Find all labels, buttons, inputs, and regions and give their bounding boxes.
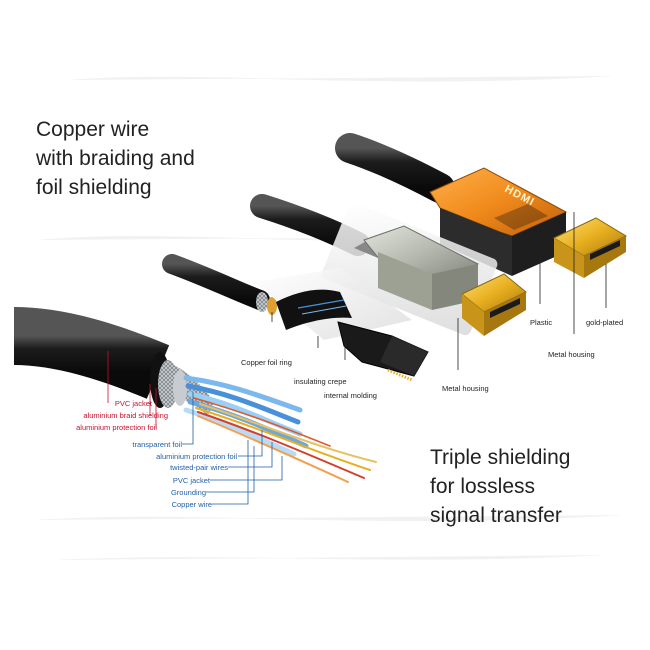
heading-triple-shielding-line1: Triple shielding <box>430 446 571 469</box>
label-copper-wire: Copper wire <box>171 500 212 509</box>
label-twisted-pair-wires: twisted-pair wires <box>170 463 228 472</box>
label-grounding: Grounding <box>170 488 206 497</box>
label-transparent-foil: transparent foil <box>132 440 182 449</box>
grey-connector-cable <box>250 194 527 336</box>
label-insulating-crepe-text: insulating crepe <box>294 377 347 386</box>
label-copper-foil-ring: Copper foil ring <box>241 358 292 367</box>
label-pvc-jacket-inner: PVC jacket <box>172 476 210 485</box>
internal-molding <box>337 321 429 382</box>
label-aluminium-braid-shielding: aluminium braid shielding <box>83 411 168 420</box>
aluminium-foil <box>173 370 187 406</box>
label-metal-housing-right: Metal housing <box>548 350 595 359</box>
exposed-wires <box>183 375 377 483</box>
heading-triple-shielding-line3: signal transfer <box>430 504 562 527</box>
label-insulating-crepe: insulating crepe <box>294 377 347 386</box>
label-pvc-jacket-outer: PVC jacket <box>114 399 152 408</box>
heading-triple-shielding-line2: for lossless <box>430 475 536 498</box>
stripped-cable <box>13 307 377 483</box>
insulating-crepe <box>276 289 352 330</box>
braid-ring <box>256 292 268 312</box>
copper-foil-ring <box>267 297 277 315</box>
heading-copper-wire-line1: Copper wire <box>36 118 150 141</box>
label-gold-plated: gold-plated <box>586 318 624 327</box>
heading-copper-wire-line3: foil shielding <box>36 176 152 199</box>
gold-plated-plug <box>552 217 628 278</box>
heading-copper-wire-line2: with braiding and <box>36 147 195 170</box>
gold-plated-plug-middle <box>461 273 527 336</box>
leader-lines <box>107 212 607 505</box>
label-internal-molding: internal molding <box>324 391 377 400</box>
heading-triple-shielding: Triple shielding for lossless signal tra… <box>430 443 570 530</box>
heading-copper-wire: Copper wire with braiding and foil shiel… <box>36 115 195 202</box>
black-molding-cable <box>162 254 429 382</box>
label-plastic: Plastic <box>530 318 553 327</box>
label-metal-housing-middle: Metal housing <box>442 384 489 393</box>
label-internal-molding-text: internal molding <box>324 391 377 400</box>
label-aluminium-protection-foil-outer: aluminium protection foil <box>76 423 157 432</box>
label-aluminium-protection-foil-inner: aluminium protection foil <box>156 452 237 461</box>
